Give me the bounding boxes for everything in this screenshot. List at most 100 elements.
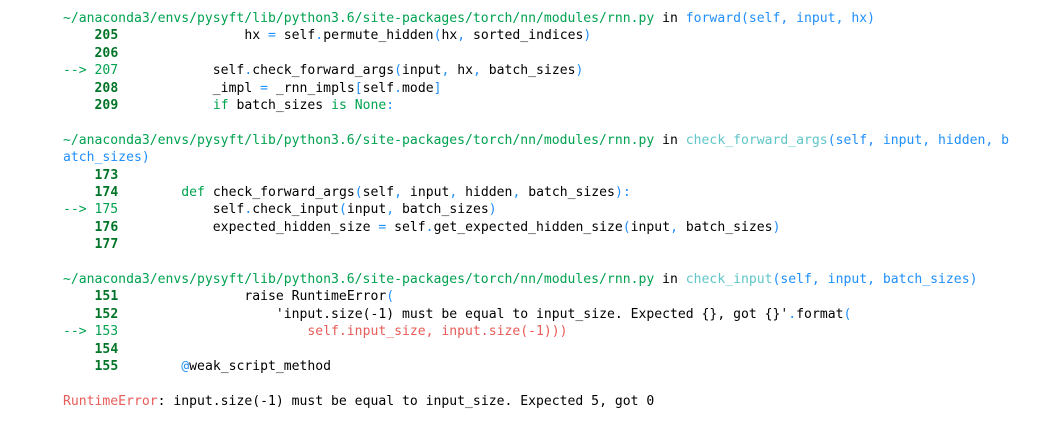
code-segment: 206 bbox=[63, 45, 119, 61]
code-segment: check_forward_args bbox=[685, 132, 828, 148]
code-segment: input bbox=[346, 202, 387, 218]
code-segment: input bbox=[402, 185, 450, 201]
code-segment: input bbox=[630, 219, 671, 235]
code-segment: self bbox=[118, 202, 245, 218]
code-segment: input bbox=[402, 63, 442, 79]
code-segment: hidden bbox=[457, 185, 513, 201]
code-segment: self.input_size, input.size(-1))) bbox=[118, 324, 568, 340]
code-segment: ) bbox=[575, 63, 584, 79]
error-message: RuntimeError: input.size(-1) must be equ… bbox=[63, 393, 1017, 410]
code-line bbox=[63, 114, 1017, 131]
code-segment: , bbox=[386, 202, 395, 218]
code-segment: def bbox=[181, 185, 205, 201]
code-line bbox=[63, 376, 1017, 393]
code-segment: = bbox=[378, 219, 387, 235]
code-segment: self bbox=[362, 80, 395, 96]
code-segment: ) bbox=[488, 202, 497, 218]
code-line: 152 'input.size(-1) must be equal to inp… bbox=[63, 306, 1017, 323]
code-segment: batch_sizes bbox=[677, 219, 773, 235]
code-segment: . bbox=[788, 306, 797, 322]
code-segment: ( bbox=[433, 28, 442, 44]
code-segment: --> 207 bbox=[63, 63, 119, 79]
code-segment: . bbox=[244, 63, 253, 79]
code-segment: (self, input, hx) bbox=[740, 11, 875, 26]
code-segment bbox=[347, 98, 355, 113]
code-segment: ( bbox=[354, 185, 363, 201]
code-segment: hx bbox=[449, 63, 473, 79]
code-line: 209 if batch_sizes is None: bbox=[63, 97, 1017, 114]
code-segment: self bbox=[275, 28, 316, 44]
code-segment: 152 bbox=[63, 306, 119, 322]
code-segment: mode bbox=[402, 80, 434, 96]
code-line: 173 bbox=[63, 167, 1017, 184]
code-segment: , bbox=[449, 185, 458, 201]
code-segment: --> 175 bbox=[63, 202, 119, 218]
frame-header: ~/anaconda3/envs/pysyft/lib/python3.6/si… bbox=[63, 132, 1017, 167]
code-segment: . bbox=[425, 219, 434, 235]
code-segment: in bbox=[654, 11, 686, 26]
code-segment: self bbox=[386, 219, 426, 235]
code-segment: check_forward_args bbox=[204, 185, 355, 201]
code-segment: . bbox=[394, 80, 403, 96]
code-segment: ( bbox=[386, 289, 395, 305]
code-segment: . bbox=[315, 28, 324, 44]
code-segment: 151 bbox=[63, 289, 119, 305]
code-segment: raise RuntimeError bbox=[118, 289, 387, 305]
code-segment: , bbox=[512, 185, 521, 201]
code-segment: forward bbox=[685, 11, 741, 26]
code-segment: . bbox=[244, 202, 253, 218]
code-segment: , bbox=[670, 219, 678, 235]
code-segment: is bbox=[331, 98, 347, 114]
code-segment: : input.size(-1) must be equal to input_… bbox=[157, 393, 655, 409]
code-line bbox=[63, 254, 1017, 271]
code-line: 174 def check_forward_args(self, input, … bbox=[63, 184, 1017, 201]
code-segment: batch_sizes bbox=[228, 98, 332, 114]
code-segment: ( bbox=[843, 306, 852, 322]
code-segment: --> 153 bbox=[63, 324, 119, 340]
code-segment: weak_script_method bbox=[189, 359, 332, 375]
code-segment: check_input bbox=[252, 202, 339, 218]
code-segment: : bbox=[386, 98, 395, 114]
code-segment: check_input bbox=[685, 272, 773, 288]
code-segment bbox=[118, 185, 181, 200]
code-line: 205 hx = self.permute_hidden(hx, sorted_… bbox=[63, 27, 1017, 44]
code-line: 208 _impl = _rnn_impls[self.mode] bbox=[63, 80, 1017, 97]
code-segment: RuntimeError bbox=[63, 393, 158, 409]
code-segment: @ bbox=[181, 359, 190, 375]
code-segment: _impl bbox=[118, 80, 261, 96]
code-segment: 'input.size(-1) must be equal to input_s… bbox=[118, 306, 789, 322]
code-segment bbox=[118, 359, 181, 374]
code-segment: ( bbox=[338, 202, 347, 218]
code-segment: self bbox=[362, 185, 395, 201]
code-segment: ~/anaconda3/envs/pysyft/lib/python3.6/si… bbox=[63, 132, 655, 148]
frame-header: ~/anaconda3/envs/pysyft/lib/python3.6/si… bbox=[63, 10, 1017, 27]
code-segment: batch_sizes bbox=[480, 63, 576, 79]
code-line: 155 @weak_script_method bbox=[63, 358, 1017, 375]
code-segment: in bbox=[654, 132, 686, 148]
code-segment: ( bbox=[394, 63, 403, 79]
frame-header: ~/anaconda3/envs/pysyft/lib/python3.6/si… bbox=[63, 271, 1017, 288]
code-segment: ) bbox=[772, 219, 781, 235]
code-segment: 205 bbox=[63, 28, 119, 44]
code-segment: sorted_indices bbox=[465, 28, 584, 44]
code-segment: 177 bbox=[63, 237, 119, 253]
code-segment: 173 bbox=[63, 167, 119, 183]
code-segment: format bbox=[796, 306, 844, 322]
code-segment: permute_hidden bbox=[323, 28, 434, 44]
code-line: --> 175 self.check_input(input, batch_si… bbox=[63, 201, 1017, 218]
code-segment: (self, input, batch_sizes) bbox=[772, 272, 978, 288]
code-segment: 174 bbox=[63, 185, 119, 201]
code-line: 151 raise RuntimeError( bbox=[63, 288, 1017, 305]
code-line: 176 expected_hidden_size = self.get_expe… bbox=[63, 219, 1017, 236]
code-line: --> 207 self.check_forward_args(input, h… bbox=[63, 62, 1017, 79]
code-segment: in bbox=[654, 272, 686, 288]
code-segment: hx bbox=[118, 28, 268, 44]
code-segment: 209 bbox=[63, 98, 119, 114]
code-segment: , bbox=[457, 28, 466, 44]
traceback-output: ~/anaconda3/envs/pysyft/lib/python3.6/si… bbox=[63, 10, 1017, 410]
code-segment: expected_hidden_size bbox=[118, 219, 379, 235]
code-line: 206 bbox=[63, 45, 1017, 62]
code-segment: ] bbox=[433, 80, 442, 96]
code-segment: if bbox=[212, 98, 229, 114]
code-segment: 154 bbox=[63, 341, 119, 357]
